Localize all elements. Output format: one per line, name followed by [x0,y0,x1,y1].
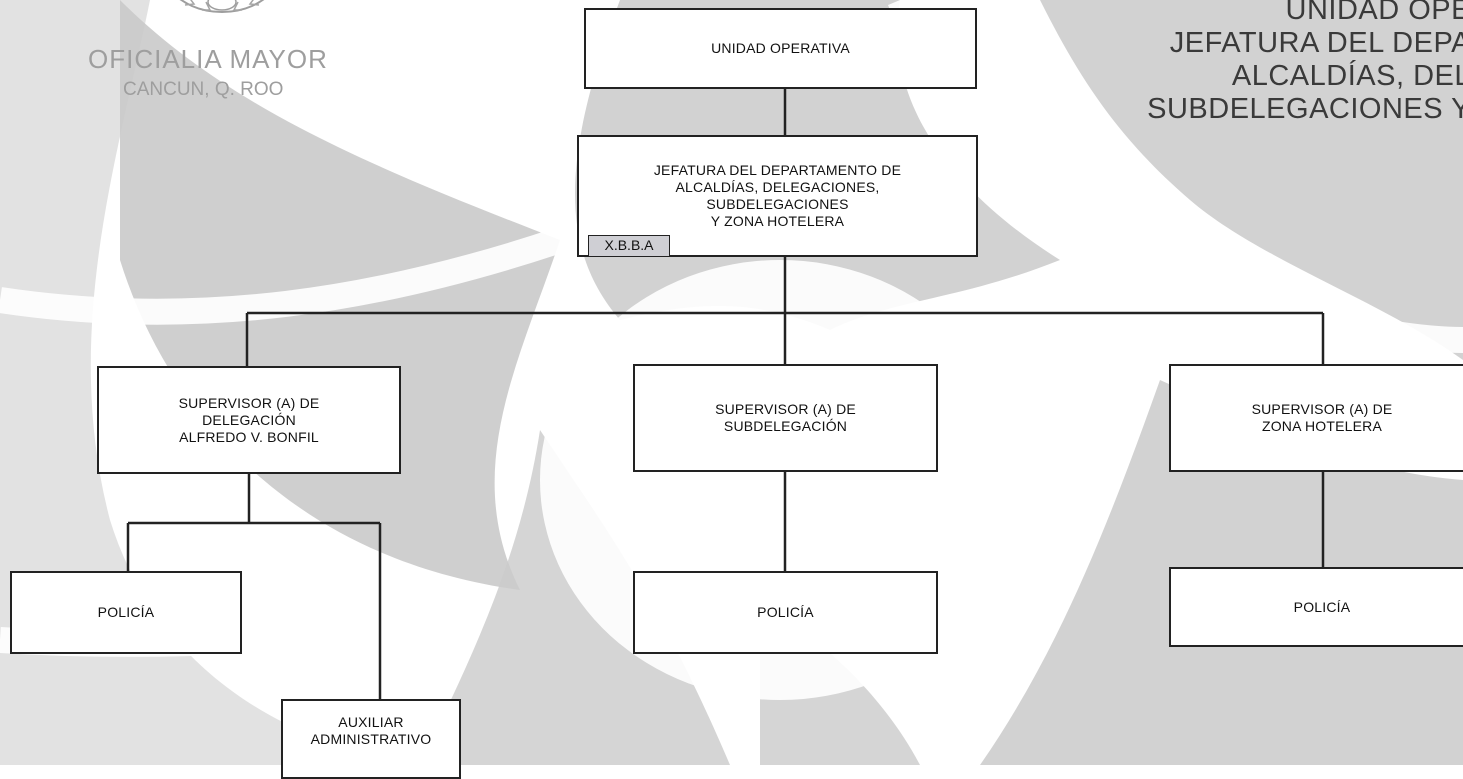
auxiliar-administrativo-box: AUXILIAR ADMINISTRATIVO [281,699,461,779]
policia-delegacion-box: POLICÍA [10,571,242,654]
unidad-operativa-label: UNIDAD OPERATIVA [711,40,850,56]
seal-emblem-icon [179,0,265,14]
title-line-3: ALCALDÍAS, DEL [1231,60,1463,92]
supervisor-zona-hotelera-box: SUPERVISOR (A) DE ZONA HOTELERA [1169,364,1463,472]
supervisor-delegacion-label: SUPERVISOR (A) DE DELEGACIÓN ALFREDO V. … [178,394,320,445]
supervisor-subdelegacion-box: SUPERVISOR (A) DE SUBDELEGACIÓN [633,364,938,472]
policia-zona-hotelera-box: POLICÍA [1169,567,1463,647]
unidad-operativa-box: UNIDAD OPERATIVA [584,8,977,89]
title-line-4: SUBDELEGACIONES Y [1147,93,1463,125]
title-line-1: UNIDAD OPE [1285,0,1463,26]
policia-zona-hotelera-label: POLICÍA [1293,598,1351,615]
supervisor-delegacion-box: SUPERVISOR (A) DE DELEGACIÓN ALFREDO V. … [97,366,401,474]
seal-text-location: CANCUN, Q. ROO [123,79,284,100]
jefatura-label: JEFATURA DEL DEPARTAMENTO DE ALCALDÍAS, … [653,162,902,229]
policia-subdelegacion-label: POLICÍA [757,604,814,620]
page-title: UNIDAD OPE JEFATURA DEL DEPA ALCALDÍAS, … [1147,0,1463,126]
oficialia-mayor-seal: OFICIALIA MAYOR CANCUN, Q. ROO [60,0,360,110]
auxiliar-administrativo-label: AUXILIAR ADMINISTRATIVO [310,714,432,747]
supervisor-zona-hotelera-label: SUPERVISOR (A) DE ZONA HOTELERA [1251,401,1393,434]
policia-subdelegacion-box: POLICÍA [633,571,938,654]
title-line-2: JEFATURA DEL DEPA [1169,27,1463,59]
supervisor-subdelegacion-label: SUPERVISOR (A) DE SUBDELEGACIÓN [715,401,856,434]
seal-text-oficialia: OFICIALIA MAYOR [88,44,328,74]
policia-delegacion-label: POLICÍA [97,604,155,620]
jefatura-code-badge: X.B.B.A [588,235,670,257]
